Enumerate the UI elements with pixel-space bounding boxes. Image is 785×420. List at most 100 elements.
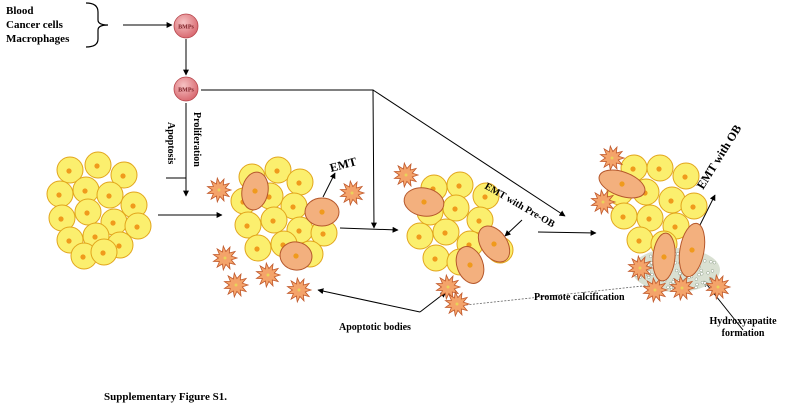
cell <box>124 212 152 240</box>
cell-nucleus <box>620 214 626 220</box>
apoptotic-body <box>590 188 617 216</box>
cell-nucleus <box>656 166 662 172</box>
cell-nucleus <box>452 206 458 212</box>
source-blood: Blood <box>6 5 34 17</box>
cell <box>84 151 112 179</box>
cell <box>90 238 118 266</box>
cell-nucleus <box>456 183 462 189</box>
hydroxyapatite-label: Hydroxyapatite <box>709 316 777 327</box>
cell-nucleus <box>92 234 98 240</box>
hydroxyapatite-formation-label: formation <box>722 328 765 339</box>
cell-nucleus <box>94 163 100 169</box>
source-macrophages: Macrophages <box>6 33 70 45</box>
cell <box>406 222 434 250</box>
emt-cell <box>598 169 646 199</box>
emt-cell <box>455 246 485 284</box>
cell <box>646 154 674 182</box>
cell-nucleus <box>56 192 62 198</box>
cell-nucleus <box>100 250 106 256</box>
cell-nucleus <box>320 231 326 237</box>
cell <box>610 202 638 230</box>
cell-nucleus <box>672 224 678 230</box>
emt-cell <box>678 222 706 278</box>
cell-nucleus <box>690 204 696 210</box>
cell <box>280 192 308 220</box>
emt-cell <box>241 171 269 211</box>
cell-nucleus <box>668 198 674 204</box>
emt-cell <box>279 241 313 271</box>
emt-cells-group <box>241 169 706 284</box>
source-cancer-cells: Cancer cells <box>6 19 63 31</box>
emt-cell <box>477 225 511 263</box>
cell-nucleus <box>130 203 136 209</box>
apoptotic-body <box>627 254 654 282</box>
proliferation-label: Proliferation <box>191 112 202 167</box>
figure-caption: Supplementary Figure S1. <box>104 391 227 403</box>
cell-nucleus <box>476 218 482 224</box>
emt-ob-label: EMT with OB <box>694 122 745 191</box>
cell-nucleus <box>682 174 688 180</box>
cell <box>244 234 272 262</box>
cell-nucleus <box>482 194 488 200</box>
cell-nucleus <box>416 234 422 240</box>
emt-label: EMT <box>328 154 358 175</box>
apoptotic-body <box>435 273 462 301</box>
bmp-label-2: BMPs <box>178 88 194 94</box>
cell-nucleus <box>66 238 72 244</box>
apoptotic-body <box>669 274 696 302</box>
cell-cluster-normal <box>46 151 152 270</box>
cell-nucleus <box>646 216 652 222</box>
cell-nucleus <box>110 220 116 226</box>
apoptotic-bodies-label: Apoptotic bodies <box>339 322 411 333</box>
cell <box>636 204 664 232</box>
cell <box>110 161 138 189</box>
cell <box>264 156 292 184</box>
apoptotic-body <box>705 273 732 301</box>
cell <box>56 156 84 184</box>
source-list: Blood Cancer cells Macrophages <box>6 4 69 46</box>
cell-nucleus <box>66 168 72 174</box>
cell <box>48 204 76 232</box>
cell <box>72 176 100 204</box>
cell-nucleus <box>82 188 88 194</box>
cell-nucleus <box>290 204 296 210</box>
apoptotic-body <box>339 179 366 207</box>
cell <box>286 168 314 196</box>
cell <box>234 211 262 239</box>
apoptotic-body <box>206 176 233 204</box>
emt-cell <box>403 187 445 217</box>
cell <box>260 206 288 234</box>
cell-nucleus <box>254 246 260 252</box>
calcification-line <box>465 284 653 306</box>
cell-nucleus <box>134 224 140 230</box>
apoptotic-body <box>212 244 239 272</box>
cell-nucleus <box>116 243 122 249</box>
cell <box>96 181 124 209</box>
source-brace <box>85 2 109 48</box>
cell-nucleus <box>432 256 438 262</box>
cell <box>422 244 450 272</box>
apoptosis-label: Apoptosis <box>165 122 176 164</box>
emt-cell <box>304 197 340 227</box>
apoptotic-body <box>642 276 669 304</box>
cell-nucleus <box>58 216 64 222</box>
emt-cell <box>652 232 676 282</box>
cell-nucleus <box>106 193 112 199</box>
cell <box>442 194 470 222</box>
cell <box>432 218 460 246</box>
bmp-sphere-1: BMPs <box>173 13 199 39</box>
apoptotic-body <box>393 161 420 189</box>
cell-nucleus <box>80 254 86 260</box>
cell <box>46 180 74 208</box>
apoptotic-body <box>255 261 282 289</box>
cell <box>672 162 700 190</box>
apoptotic-body <box>599 144 626 172</box>
cell-nucleus <box>296 180 302 186</box>
cell <box>74 198 102 226</box>
cell-nucleus <box>636 238 642 244</box>
cell-nucleus <box>84 210 90 216</box>
apoptotic-body <box>444 290 471 318</box>
bmp-sphere-2: BMPs <box>173 76 199 102</box>
cell-nucleus <box>270 218 276 224</box>
